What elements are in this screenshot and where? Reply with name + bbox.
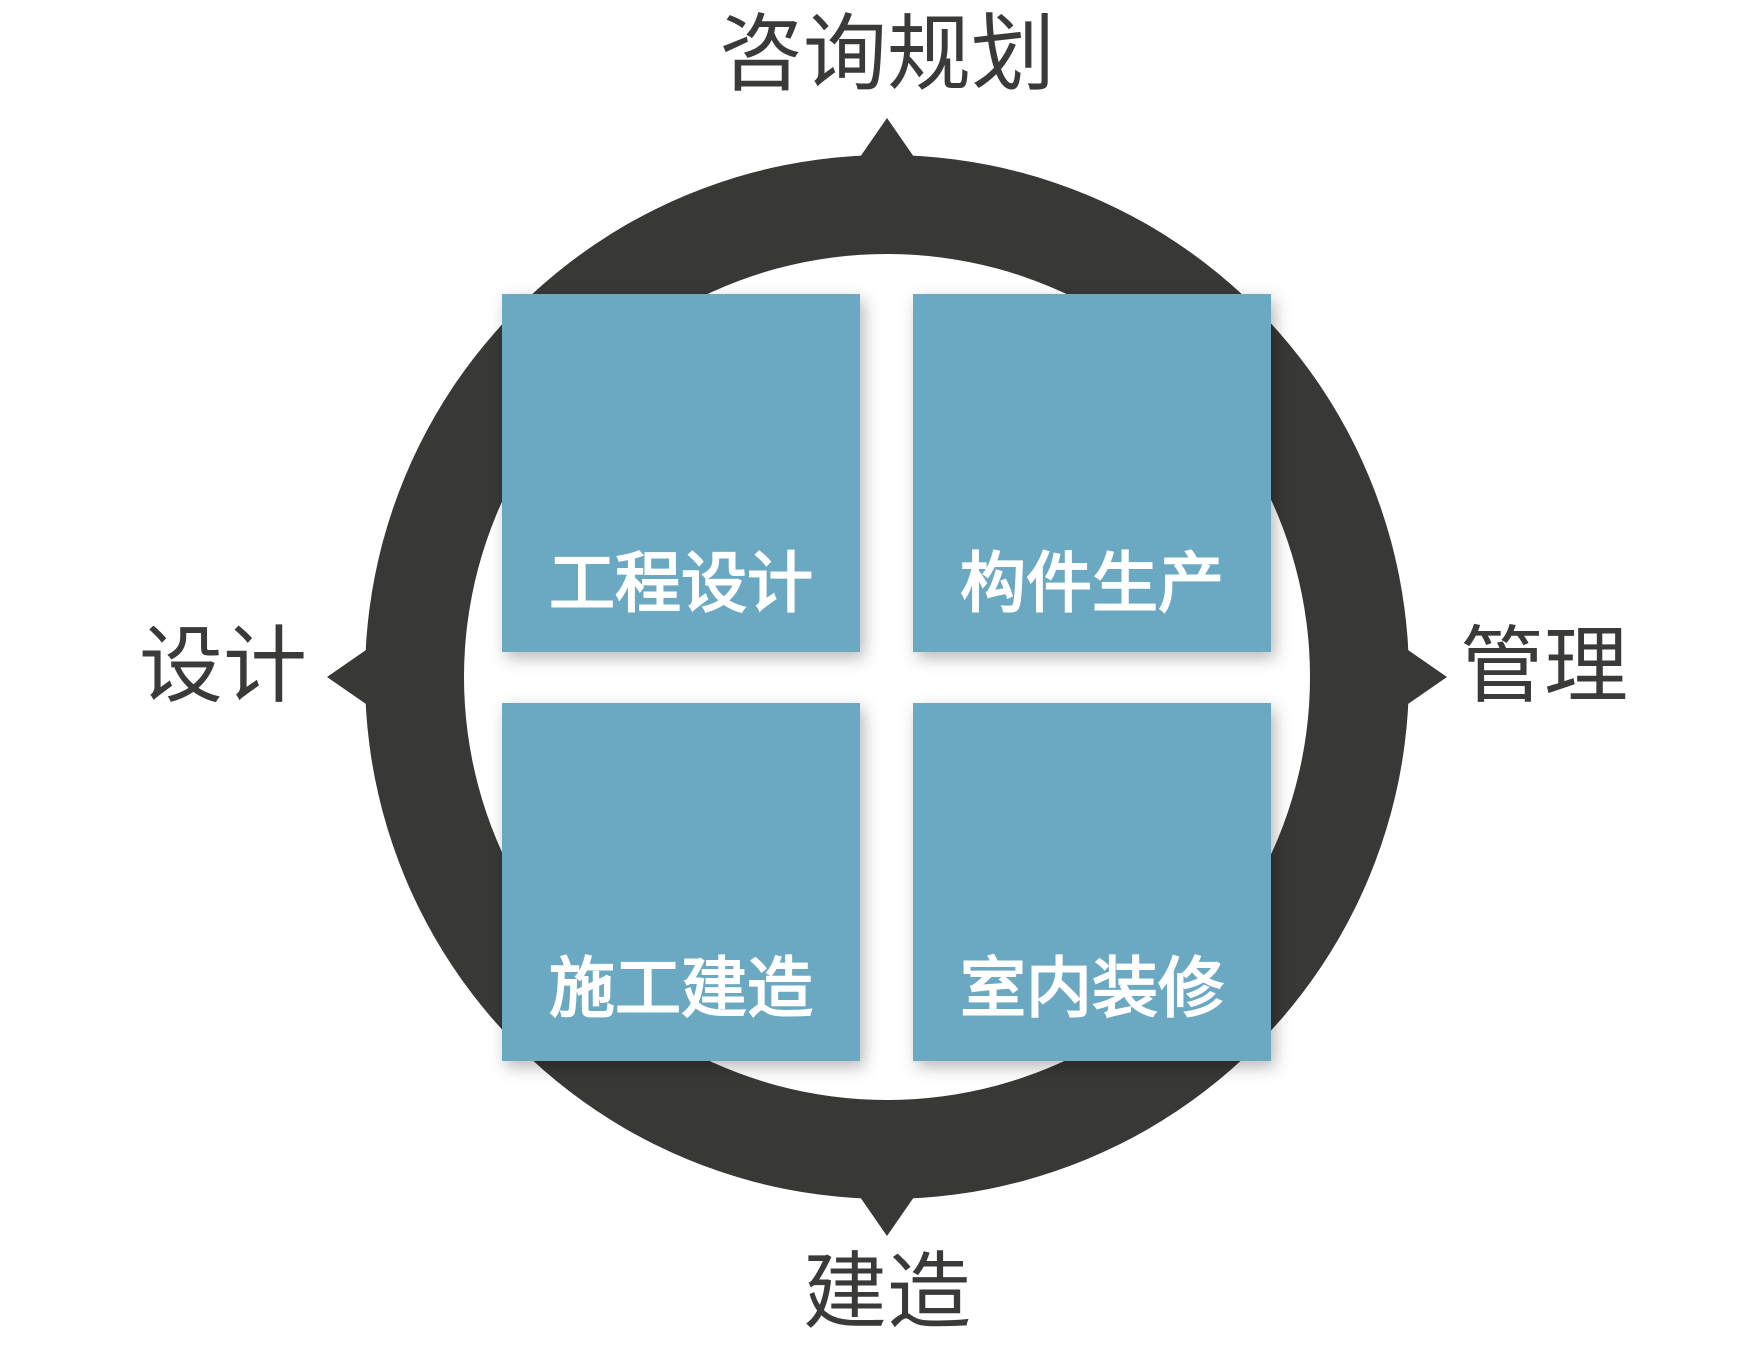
quadrant-box xyxy=(913,703,1271,1061)
quadrant-label: 室内装修 xyxy=(960,950,1225,1027)
direction-label-right: 管理 xyxy=(1460,617,1628,715)
quadrant-label: 工程设计 xyxy=(549,545,813,622)
direction-label-left: 设计 xyxy=(139,617,307,715)
quadrant-label: 施工建造 xyxy=(549,950,813,1027)
quadrant-interior-decoration: 室内装修 xyxy=(913,703,1271,1061)
quadrant-construction: 施工建造 xyxy=(502,703,860,1061)
quadrant-box xyxy=(913,294,1271,652)
direction-label-bottom: 建造 xyxy=(803,1243,971,1341)
direction-label-top: 咨询规划 xyxy=(719,5,1055,103)
quadrant-label: 构件生产 xyxy=(960,545,1224,622)
pointer-top-icon xyxy=(860,118,914,157)
quadrant-box xyxy=(502,703,860,1061)
quadrant-engineering-design: 工程设计 xyxy=(502,294,860,652)
pointer-left-icon xyxy=(327,650,366,704)
pointer-right-icon xyxy=(1408,650,1447,704)
pointer-bottom-icon xyxy=(860,1197,914,1236)
quadrant-box xyxy=(502,294,860,652)
quadrant-component-production: 构件生产 xyxy=(913,294,1271,652)
